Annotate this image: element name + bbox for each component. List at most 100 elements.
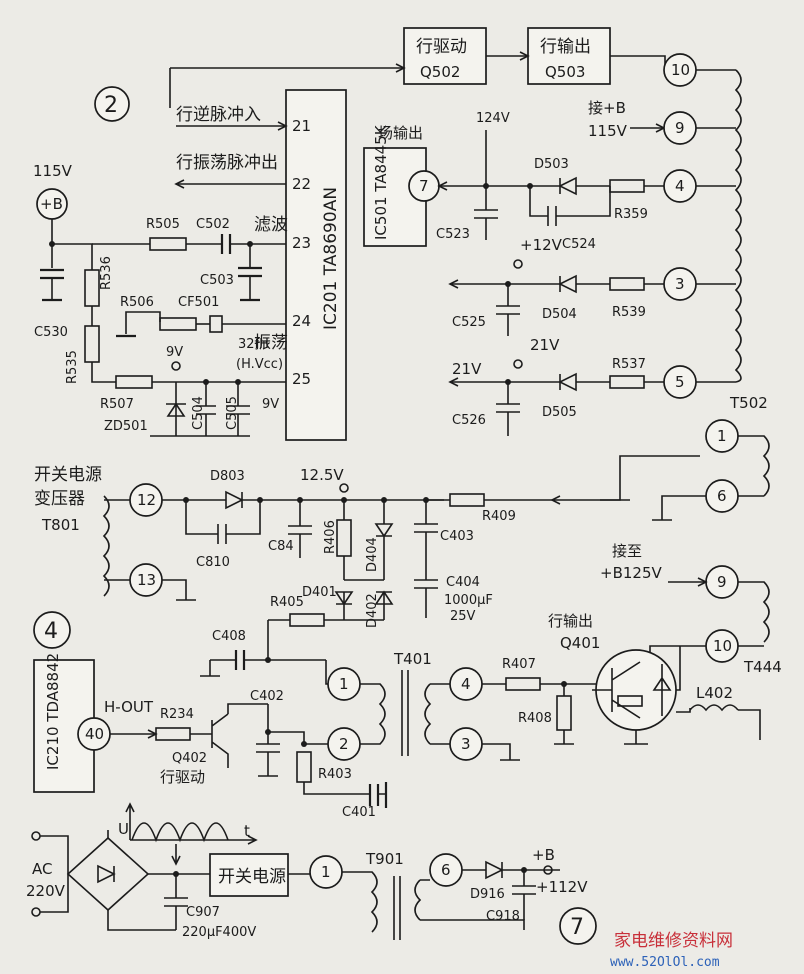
label-lower-t401_pins-3: 3: [461, 735, 471, 753]
label-middle-smps_transformer_1: 开关电源: [34, 465, 102, 485]
label-components_top-c502: C502: [196, 217, 230, 232]
label-middle-c84: C84: [268, 539, 294, 554]
label-lower-ic210_pin: 40: [85, 725, 104, 743]
q401-transistor: [592, 649, 677, 731]
label-top_right-v21b: 21V: [452, 360, 482, 378]
label-middle-v125: 12.5V: [300, 466, 344, 484]
label-middle-join_b125_2: +B125V: [600, 564, 662, 582]
t444-pins: 1 6 9 10: [705, 419, 739, 663]
label-lower-c402: C402: [250, 689, 284, 704]
label-middle-t444_pins-3: 10: [713, 637, 732, 655]
label-components_top-c505: C505: [225, 396, 240, 430]
label-ic201_pins-p22: 22: [292, 175, 311, 193]
label-components_top-r359: R359: [614, 207, 648, 222]
label-top_right-v124: 124V: [476, 111, 510, 126]
label-components_top-c525: C525: [452, 315, 486, 330]
label-lower-r408: R408: [518, 711, 552, 726]
label-middle-r409: R409: [482, 509, 516, 524]
label-middle-d803: D803: [210, 469, 245, 484]
label-components_top-r535: R535: [65, 350, 80, 384]
line-output-block-top: 行输出 Q503: [527, 27, 611, 85]
label-components_top-zd501: ZD501: [104, 419, 148, 434]
waveform-graph: U t: [118, 802, 258, 845]
label-components_top-r537: R537: [612, 357, 646, 372]
t502-pins: 10 9 4 3 5: [663, 53, 697, 399]
label-bottom-c918: C918: [486, 909, 520, 924]
label-ic201_pins-p24: 24: [292, 312, 311, 330]
label-blocks-smps: 开关电源: [218, 867, 286, 887]
label-lower-q402: Q402: [172, 751, 207, 766]
label-bottom-t_axis: t: [244, 822, 250, 840]
label-top_right-t502_pins-4: 5: [675, 373, 685, 391]
label-top_right-t502_pins-1: 9: [675, 119, 685, 137]
label-lower-t401_pins-0: 1: [339, 675, 349, 693]
label-blocks-ic501: IC501 TA8445K: [372, 124, 390, 240]
label-middle-c404_val: 1000µF: [444, 593, 493, 608]
label-bottom-u_axis: U: [118, 820, 129, 838]
label-bottom-t901_pins-0: 1: [321, 863, 331, 881]
label-section_markers-s7: 7: [570, 915, 584, 940]
label-blocks-q502: Q502: [420, 63, 460, 81]
label-lower-r407: R407: [502, 657, 536, 672]
label-ic201_pins-p21: 21: [292, 117, 311, 135]
label-components_top-d505: D505: [542, 405, 577, 420]
label-middle-t801_pins-1: 13: [137, 571, 156, 589]
label-components_top-c523: C523: [436, 227, 470, 242]
label-middle-t444_pins-1: 6: [717, 487, 727, 505]
label-lower-r403: R403: [318, 767, 352, 782]
label-middle-d404: D404: [365, 537, 380, 572]
label-middle-t444_pins-0: 1: [717, 427, 727, 445]
label-bottom-v220: 220V: [26, 882, 66, 900]
ic201-pins: 行逆脉冲入 21 行振荡脉冲出 22 滤波 23 24 振荡 (H.Vcc) 2…: [174, 105, 311, 388]
label-components_top-r505: R505: [146, 217, 180, 232]
label-middle-c810: C810: [196, 555, 230, 570]
label-middle-smps_transformer_2: 变压器: [34, 489, 85, 509]
label-middle-t444: T444: [743, 658, 782, 676]
label-top_right-t502: T502: [729, 394, 768, 412]
label-middle-d401: D401: [302, 585, 337, 600]
label-bottom-t901: T901: [365, 850, 404, 868]
label-top_right-join_b_1: 接+B: [588, 99, 626, 117]
label-middle-c403: C403: [440, 529, 474, 544]
label-components_top-c503: C503: [200, 273, 234, 288]
label-lower-line_drive: 行驱动: [160, 768, 205, 786]
plus-b-115v-node: 115V +B: [33, 162, 73, 220]
label-ic201_pins-p25_label2: (H.Vcc): [236, 357, 283, 372]
label-top_right-t502_pins-2: 4: [675, 177, 685, 195]
t401-transformer: 1 2 4 3 T401: [327, 650, 483, 761]
label-bottom-c907_val: 220µF400V: [182, 925, 256, 940]
label-bottom-ac: AC: [32, 860, 52, 878]
line-drive-block-top: 行驱动 Q502: [403, 27, 487, 85]
label-blocks-line_out_top: 行输出: [540, 37, 591, 57]
label-components_top-c524: C524: [562, 237, 596, 252]
label-top_right-t502_pins-0: 10: [671, 61, 690, 79]
section-marker-4: [33, 611, 71, 649]
ic201-chip: IC201 TA8690AN: [285, 89, 347, 441]
label-middle-r406: R406: [323, 520, 338, 554]
label-top_left-f32: 32fH: [238, 337, 269, 352]
label-lower-hout: H-OUT: [104, 698, 154, 716]
label-bottom-c907: C907: [186, 905, 220, 920]
label-middle-q401_label: 行输出: [548, 612, 593, 630]
label-middle-t444_pins-2: 9: [717, 573, 727, 591]
section-marker-2: [94, 86, 130, 122]
label-middle-l402: L402: [696, 684, 733, 702]
label-bottom-d916: D916: [470, 887, 505, 902]
label-middle-r405: R405: [270, 595, 304, 610]
label-components_top-c526: C526: [452, 413, 486, 428]
label-lower-c408: C408: [212, 629, 246, 644]
label-ic201_pins-p22_label: 行振荡脉冲出: [176, 153, 278, 173]
label-components_top-r506: R506: [120, 295, 154, 310]
section-marker-7: [559, 907, 597, 945]
label-top_right-field_out: 场输出: [378, 124, 423, 142]
label-bottom-t901_pins-1: 6: [441, 861, 451, 879]
label-ic201_pins-p23_label: 滤波: [254, 215, 288, 235]
label-section_markers-s2: 2: [104, 93, 118, 118]
label-top_right-ic501_pin: 7: [419, 177, 429, 195]
label-ic201_pins-p21_label: 行逆脉冲入: [176, 105, 261, 125]
label-components_top-c530: C530: [34, 325, 68, 340]
watermark-url: www.52OlOl.com: [610, 955, 720, 970]
label-middle-t801_pins-0: 12: [137, 491, 156, 509]
label-middle-q401: Q401: [560, 634, 600, 652]
label-middle-t801: T801: [41, 516, 80, 534]
